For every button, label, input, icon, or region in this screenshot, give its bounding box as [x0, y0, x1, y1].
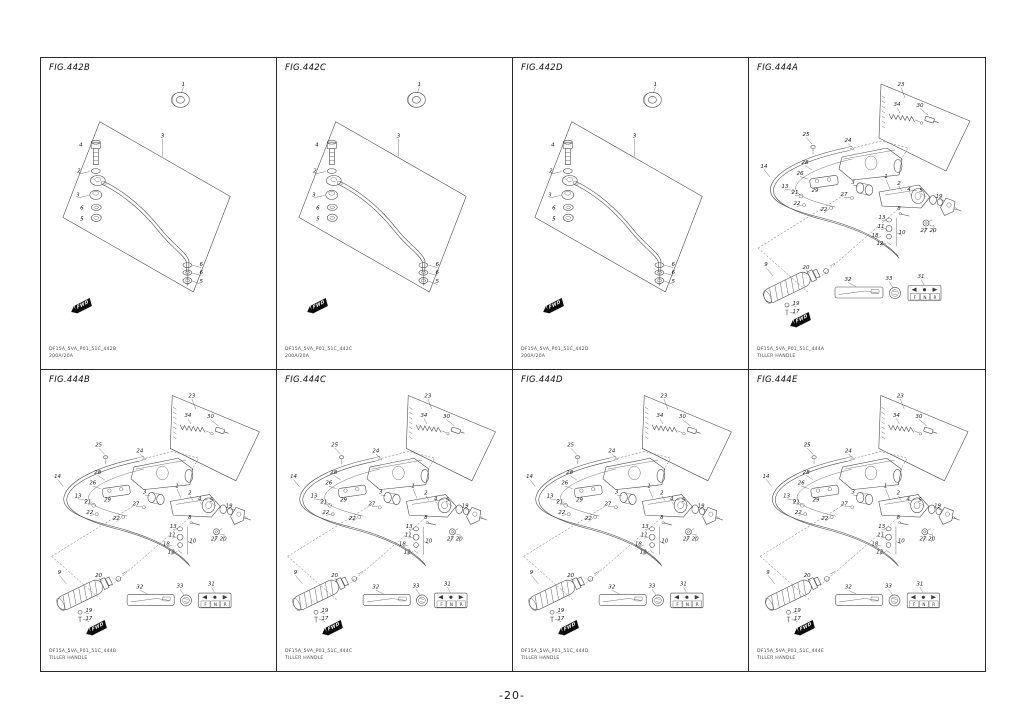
drawing-code: DF15A_5VA_P01_51C_444B: [49, 648, 117, 654]
panel-footer: DF15A_5VA_P01_51C_442C 200A/20A: [285, 346, 352, 360]
panel-fig-444d: FIG.444D FWD DF15A_5VA_P01_51C_444D TILL…: [513, 369, 749, 671]
panel-fig-442c: FIG.442C FWD DF15A_5VA_P01_51C_442C 200A…: [277, 58, 513, 370]
panel-footer: DF15A_5VA_P01_51C_444B TILLER HANDLE: [49, 648, 116, 662]
exploded-diagram-tiller: [523, 392, 732, 623]
exploded-diagram-tiller: [287, 392, 496, 623]
figure-title: FIG.444B: [49, 374, 91, 385]
panel-fig-444a: FIG.444A FWD DF15A_5VA_P01_51C_444A TILL…: [749, 58, 985, 370]
part-group: 200A/20A: [285, 353, 310, 359]
drawing-code: DF15A_5VA_P01_51C_444C: [285, 648, 353, 654]
figure-title: FIG.444E: [757, 374, 798, 385]
drawing-code: DF15A_5VA_P01_51C_444D: [521, 648, 589, 654]
exploded-diagram-rod: [62, 81, 231, 293]
panel-footer: DF15A_5VA_P01_51C_444A TILLER HANDLE: [757, 346, 824, 360]
panel-fig-442b: FIG.442B FWD DF15A_5VA_P01_51C_442B 200A…: [41, 58, 277, 370]
panel-footer: DF15A_5VA_P01_51C_444E TILLER HANDLE: [757, 648, 824, 662]
exploded-diagram-tiller: [757, 81, 971, 316]
figure-title: FIG.442D: [521, 63, 563, 73]
drawing-code: DF15A_5VA_P01_51C_442C: [285, 346, 353, 352]
figure-title: FIG.444C: [285, 374, 327, 385]
part-group: TILLER HANDLE: [285, 655, 324, 661]
drawing-code: DF15A_5VA_P01_51C_444E: [757, 648, 825, 654]
figure-title: FIG.442B: [49, 63, 91, 73]
exploded-diagram-rod: [534, 81, 703, 293]
panel-fig-442d: FIG.442D FWD DF15A_5VA_P01_51C_442D 200A…: [513, 58, 749, 370]
part-group: TILLER HANDLE: [521, 655, 560, 661]
exploded-diagram-tiller: [51, 392, 260, 623]
panel-footer: DF15A_5VA_P01_51C_442D 200A/20A: [521, 346, 589, 360]
exploded-diagram-rod: [298, 81, 467, 293]
panel-footer: DF15A_5VA_P01_51C_444D TILLER HANDLE: [521, 648, 589, 662]
panel-footer: DF15A_5VA_P01_51C_442B 200A/20A: [49, 346, 116, 360]
drawing-code: DF15A_5VA_P01_51C_442D: [521, 346, 589, 352]
part-group: TILLER HANDLE: [757, 655, 796, 661]
panel-footer: DF15A_5VA_P01_51C_444C TILLER HANDLE: [285, 648, 352, 662]
drawing-code: DF15A_5VA_P01_51C_444A: [757, 346, 825, 352]
figure-title: FIG.444A: [757, 63, 799, 73]
part-group: 200A/20A: [49, 353, 74, 359]
panel-fig-444e: FIG.444E FWD DF15A_5VA_P01_51C_444E TILL…: [749, 369, 985, 671]
panel-fig-444c: FIG.444C FWD DF15A_5VA_P01_51C_444C TILL…: [277, 369, 513, 671]
part-group: 200A/20A: [521, 353, 546, 359]
panel-fig-444b: FIG.444B FWD DF15A_5VA_P01_51C_444B TILL…: [41, 369, 277, 671]
exploded-diagram-tiller: [759, 392, 969, 623]
page-number: -20-: [499, 689, 525, 702]
drawing-code: DF15A_5VA_P01_51C_442B: [49, 346, 117, 352]
figure-title: FIG.442C: [285, 63, 327, 73]
figure-grid: FIG.442B FWD DF15A_5VA_P01_51C_442B 200A…: [40, 57, 986, 672]
part-group: TILLER HANDLE: [757, 353, 796, 359]
figure-title: FIG.444D: [521, 374, 563, 385]
part-group: TILLER HANDLE: [49, 655, 88, 661]
